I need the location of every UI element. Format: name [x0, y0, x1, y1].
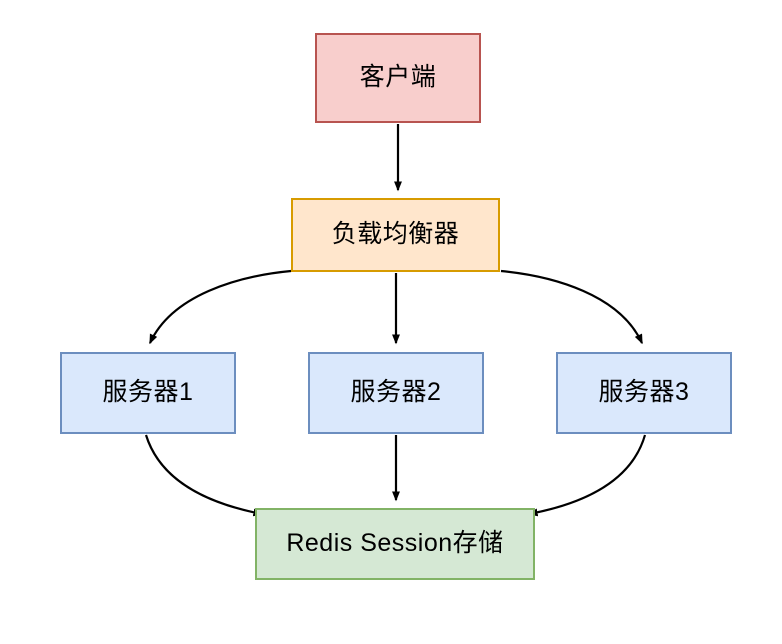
node-server3[interactable]: 服务器3 [556, 352, 732, 434]
node-server2-label: 服务器2 [350, 378, 442, 407]
node-load-balancer-label: 负载均衡器 [331, 220, 460, 249]
node-client-label: 客户端 [359, 63, 437, 92]
node-server2[interactable]: 服务器2 [308, 352, 484, 434]
node-server1[interactable]: 服务器1 [60, 352, 236, 434]
edge-lb-to-server1 [149, 269, 292, 345]
node-redis-session-store-label: Redis Session存储 [286, 529, 504, 558]
edge-server3-to-redis [527, 434, 647, 517]
node-client[interactable]: 客户端 [315, 33, 481, 123]
node-load-balancer[interactable]: 负载均衡器 [291, 198, 500, 272]
node-redis-session-store[interactable]: Redis Session存储 [255, 508, 535, 580]
node-server1-label: 服务器1 [102, 378, 194, 407]
edge-lb-to-server3 [500, 269, 643, 345]
node-server3-label: 服务器3 [598, 378, 690, 407]
edge-server1-to-redis [144, 434, 264, 517]
